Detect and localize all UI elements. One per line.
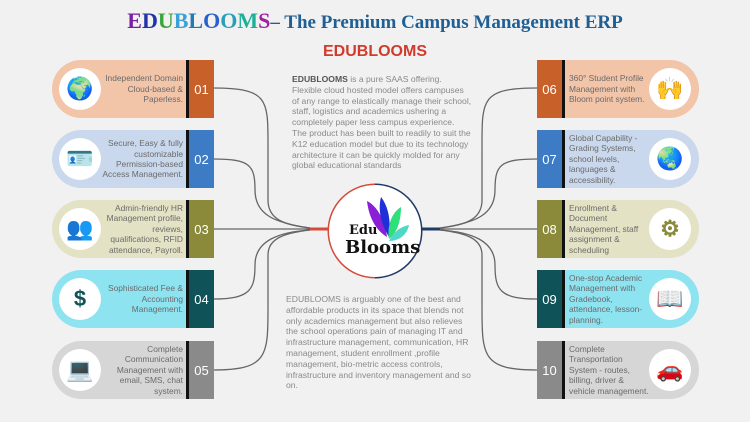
feature-description: 360° Student Profile Management with Blo… bbox=[569, 73, 645, 105]
edublooms-logo-hub bbox=[329, 185, 421, 277]
feature-number: 07 bbox=[537, 130, 562, 188]
book-icon: 📖 bbox=[649, 278, 691, 320]
feature-text: Complete Transportation System - routes,… bbox=[569, 341, 649, 399]
document-gear-icon: ⚙ bbox=[649, 208, 691, 250]
feature-description: Admin-friendly HR Management profile, re… bbox=[106, 202, 183, 255]
feature-description: Complete Transportation System - routes,… bbox=[569, 343, 649, 396]
card-divider bbox=[186, 200, 189, 258]
feature-text: Secure, Easy & fully customizable Permis… bbox=[102, 130, 183, 188]
feature-description: Secure, Easy & fully customizable Permis… bbox=[102, 138, 183, 180]
feature-number: 01 bbox=[189, 60, 214, 118]
feature-card-02: 02 🪪 Secure, Easy & fully customizable P… bbox=[52, 130, 214, 188]
feature-description: Independent Domain Cloud-based & Paperle… bbox=[105, 73, 183, 105]
feature-text: Independent Domain Cloud-based & Paperle… bbox=[102, 60, 183, 118]
feature-number: 02 bbox=[189, 130, 214, 188]
students-icon: 🙌 bbox=[649, 68, 691, 110]
people-icon-glyph: 👥 bbox=[66, 216, 94, 241]
globe-leaf-icon-glyph: 🌍 bbox=[66, 76, 94, 101]
intro-body-2: The product has been built to readily to… bbox=[292, 127, 471, 171]
brand-letter: E bbox=[127, 8, 142, 33]
document-gear-icon-glyph: ⚙ bbox=[660, 216, 680, 241]
feature-card-03: 03 👥 Admin-friendly HR Management profil… bbox=[52, 200, 214, 258]
feature-text: Complete Communication Management with e… bbox=[102, 341, 183, 399]
id-badge-icon-glyph: 🪪 bbox=[66, 146, 94, 171]
earth-language-icon-glyph: 🌏 bbox=[656, 146, 684, 171]
brand-letter: B bbox=[173, 8, 189, 33]
card-divider bbox=[186, 60, 189, 118]
brand-letter: D bbox=[141, 8, 158, 33]
feature-description: One-stop Academic Management with Gradeb… bbox=[569, 272, 643, 325]
feature-text: One-stop Academic Management with Gradeb… bbox=[569, 270, 649, 328]
feature-text: Admin-friendly HR Management profile, re… bbox=[102, 200, 183, 258]
subtitle: EDUBLOOMS bbox=[323, 43, 427, 60]
card-divider bbox=[186, 270, 189, 328]
brand-letter: U bbox=[157, 8, 174, 33]
feature-number: 05 bbox=[189, 341, 214, 399]
brand-letter: O bbox=[220, 8, 238, 33]
computer-icon: 💻 bbox=[59, 349, 101, 391]
feature-text: Sophisticated Fee & Accounting Managemen… bbox=[102, 270, 183, 328]
feature-description: Enrollment & Document Management, staff … bbox=[569, 202, 639, 255]
car-icon-glyph: 🚗 bbox=[656, 357, 684, 382]
feature-number: 04 bbox=[189, 270, 214, 328]
tagline: – The Premium Campus Management ERP bbox=[270, 12, 623, 33]
feature-description: Sophisticated Fee & Accounting Managemen… bbox=[108, 283, 183, 315]
brand-letter: M bbox=[237, 8, 259, 33]
card-divider bbox=[562, 270, 565, 328]
feature-number: 03 bbox=[189, 200, 214, 258]
brand-letter: O bbox=[203, 8, 221, 33]
hub-line2: Blooms bbox=[345, 237, 421, 258]
feature-card-01: 01 🌍 Independent Domain Cloud-based & Pa… bbox=[52, 60, 214, 118]
students-icon-glyph: 🙌 bbox=[656, 76, 684, 101]
feature-number: 08 bbox=[537, 200, 562, 258]
computer-icon-glyph: 💻 bbox=[66, 357, 94, 382]
card-divider bbox=[186, 130, 189, 188]
summary-text: EDUBLOOMS is arguably one of the best an… bbox=[286, 294, 471, 391]
feature-card-04: 04 $ Sophisticated Fee & Accounting Mana… bbox=[52, 270, 214, 328]
people-icon: 👥 bbox=[59, 208, 101, 250]
feature-number: 09 bbox=[537, 270, 562, 328]
car-icon: 🚗 bbox=[649, 349, 691, 391]
feature-card-08: 08 ⚙ Enrollment & Document Management, s… bbox=[537, 200, 699, 258]
feature-text: 360° Student Profile Management with Blo… bbox=[569, 60, 649, 118]
dollar-icon-glyph: $ bbox=[73, 286, 87, 311]
card-divider bbox=[562, 200, 565, 258]
lotus-logo-icon bbox=[367, 197, 409, 241]
feature-text: Global Capability - Grading Systems, sch… bbox=[569, 130, 649, 188]
id-badge-icon: 🪪 bbox=[59, 138, 101, 180]
feature-card-10: 10 🚗 Complete Transportation System - ro… bbox=[537, 341, 699, 399]
intro-bold: EDUBLOOMS bbox=[292, 74, 348, 84]
card-divider bbox=[562, 130, 565, 188]
book-icon-glyph: 📖 bbox=[656, 286, 684, 311]
globe-leaf-icon: 🌍 bbox=[59, 68, 101, 110]
feature-description: Complete Communication Management with e… bbox=[116, 343, 183, 396]
feature-text: Enrollment & Document Management, staff … bbox=[569, 200, 649, 258]
feature-number: 10 bbox=[537, 341, 562, 399]
intro-body: is a pure SAAS offering. Flexible cloud … bbox=[292, 74, 472, 128]
feature-card-06: 06 🙌 360° Student Profile Management wit… bbox=[537, 60, 699, 118]
card-divider bbox=[186, 341, 189, 399]
feature-description: Global Capability - Grading Systems, sch… bbox=[569, 132, 638, 185]
earth-language-icon: 🌏 bbox=[649, 138, 691, 180]
brand-letter: L bbox=[188, 8, 204, 33]
brand-letter: S bbox=[258, 8, 271, 33]
intro-text: EDUBLOOMS is a pure SAAS offering. Flexi… bbox=[292, 74, 472, 171]
feature-card-09: 09 📖 One-stop Academic Management with G… bbox=[537, 270, 699, 328]
page-title: EDUBLOOMS– The Premium Campus Management… bbox=[0, 8, 750, 34]
feature-card-07: 07 🌏 Global Capability - Grading Systems… bbox=[537, 130, 699, 188]
feature-number: 06 bbox=[537, 60, 562, 118]
hub-line1: Edu bbox=[349, 223, 378, 238]
brand-name: EDUBLOOMS bbox=[127, 8, 270, 33]
card-divider bbox=[562, 60, 565, 118]
feature-card-05: 05 💻 Complete Communication Management w… bbox=[52, 341, 214, 399]
dollar-icon: $ bbox=[59, 278, 101, 320]
card-divider bbox=[562, 341, 565, 399]
